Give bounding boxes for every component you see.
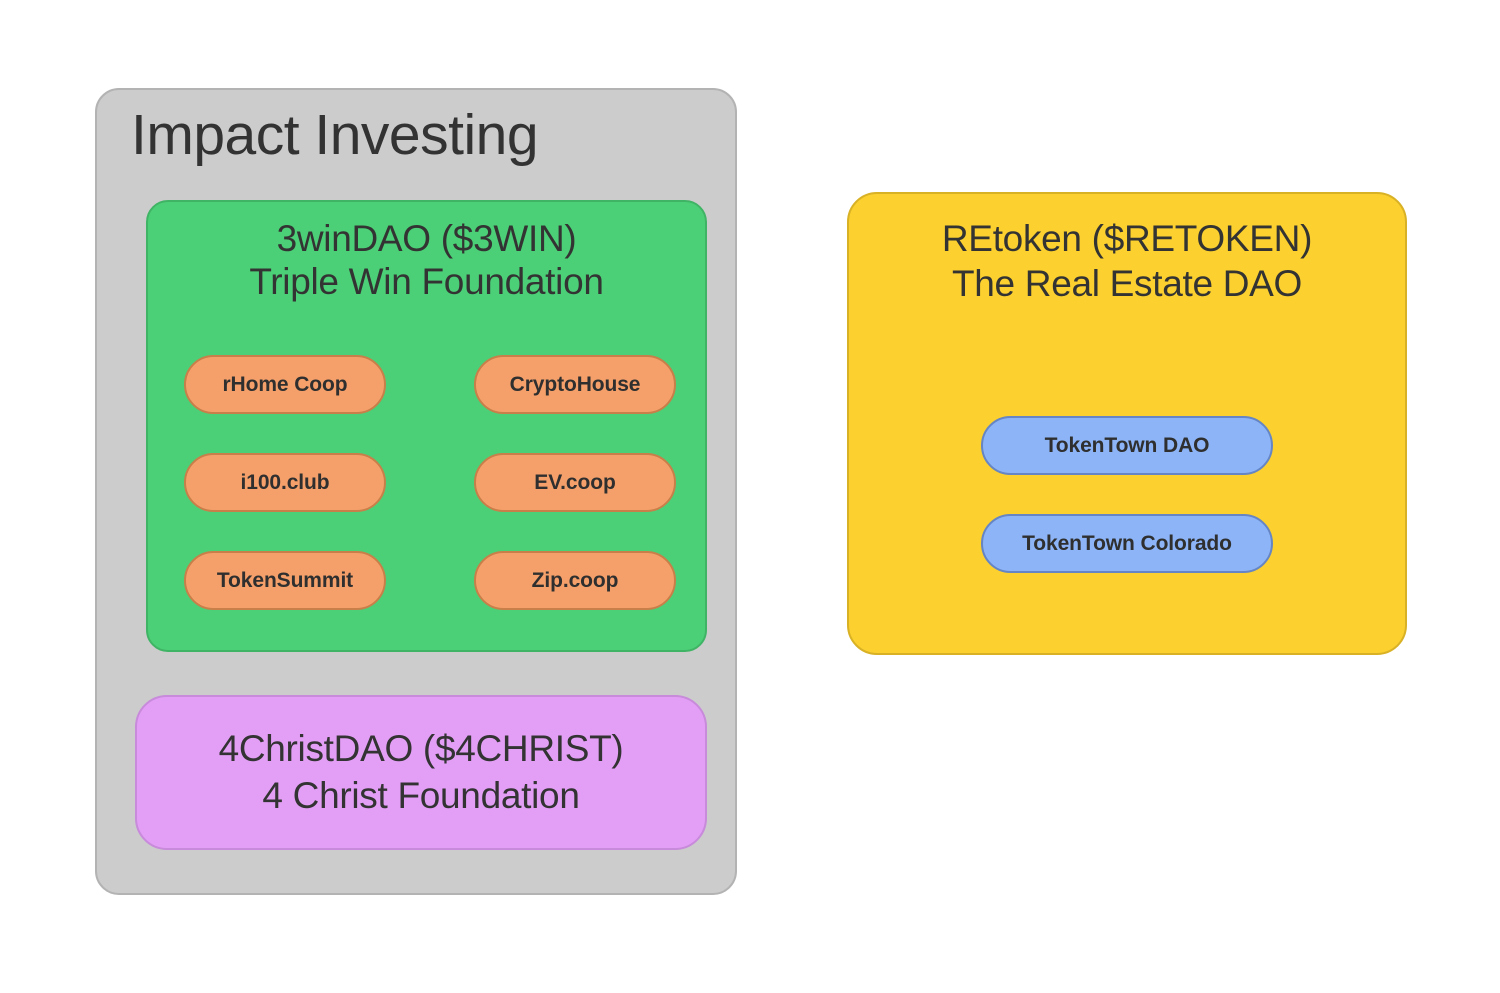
group-impact-investing: Impact Investing 3winDAO ($3WIN) Triple … [95,88,737,895]
chip-zip-coop[interactable]: Zip.coop [474,551,676,610]
group-title-impact-investing: Impact Investing [131,103,539,167]
chip-tokensummit[interactable]: TokenSummit [184,551,386,610]
node-3windao-title: 3winDAO ($3WIN) [276,218,577,259]
node-4christdao[interactable]: 4ChristDAO ($4CHRIST) 4 Christ Foundatio… [135,695,707,850]
chip-label: i100.club [240,470,330,494]
chip-label: TokenSummit [216,568,354,592]
retoken-children-stack: TokenTown DAO TokenTown Colorado [849,416,1405,573]
chip-tokentown-colorado[interactable]: TokenTown Colorado [981,514,1273,573]
chip-cryptohouse[interactable]: CryptoHouse [474,355,676,414]
chip-label: Zip.coop [531,568,619,592]
chip-ev-coop[interactable]: EV.coop [474,453,676,512]
node-3windao-heading: 3winDAO ($3WIN) Triple Win Foundation [148,218,705,304]
node-3windao[interactable]: 3winDAO ($3WIN) Triple Win Foundation rH… [146,200,707,652]
chip-label: TokenTown DAO [1044,433,1210,457]
chip-rhome-coop[interactable]: rHome Coop [184,355,386,414]
chip-label: rHome Coop [222,372,348,396]
chip-label: EV.coop [534,470,616,494]
node-3windao-subtitle: Triple Win Foundation [249,260,604,302]
chip-label: TokenTown Colorado [1022,531,1232,555]
node-retoken-subtitle: The Real Estate DAO [951,263,1303,305]
chip-label: CryptoHouse [509,372,641,396]
node-4christdao-title: 4ChristDAO ($4CHRIST) [218,728,624,770]
node-retoken-heading: REtoken ($RETOKEN) The Real Estate DAO [849,216,1405,306]
three-win-children-grid: rHome Coop CryptoHouse i100.club EV.coop… [184,355,676,610]
chip-i100-club[interactable]: i100.club [184,453,386,512]
node-4christdao-subtitle: 4 Christ Foundation [262,774,580,816]
node-retoken-title: REtoken ($RETOKEN) [941,218,1313,259]
chip-tokentown-dao[interactable]: TokenTown DAO [981,416,1273,475]
node-retoken[interactable]: REtoken ($RETOKEN) The Real Estate DAO T… [847,192,1407,655]
